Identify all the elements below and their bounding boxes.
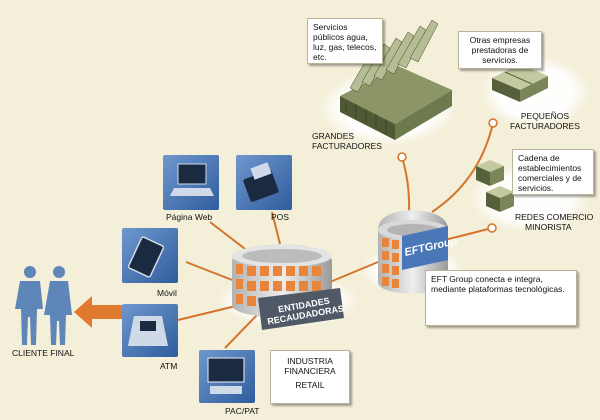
eft-description-text: EFT Group conecta e integra, mediante pl… xyxy=(431,274,565,294)
large-billers-label: GRANDES FACTURADORES xyxy=(312,131,382,151)
eft-description-callout: EFT Group conecta e integra, mediante pl… xyxy=(425,270,577,326)
retail-network-line-1: REDES COMERCIO xyxy=(515,212,594,222)
retail-chain-callout: Cadena de establecimientos comerciales y… xyxy=(512,149,594,195)
small-warehouse-icon xyxy=(492,64,548,102)
atm-label: ATM xyxy=(160,361,178,371)
retail-chain-text: Cadena de establecimientos comerciales y… xyxy=(518,153,582,193)
retail-network-label: REDES COMERCIO MINORISTA xyxy=(515,212,593,232)
pac-pat-label: PAC/PAT xyxy=(225,406,260,416)
other-companies-text: Otras empresas prestadoras de servicios. xyxy=(469,35,531,65)
pos-terminal-icon xyxy=(236,155,292,210)
store-buildings-icon xyxy=(476,160,514,212)
small-billers-line-1: PEQUEÑOS xyxy=(520,111,570,121)
end-client-label: CLIENTE FINAL xyxy=(12,348,75,358)
public-services-text: Servicios públicos agua, luz, gas, telec… xyxy=(313,22,377,62)
mobile-label: Móvil xyxy=(157,288,177,298)
retail-network-line-2: MINORISTA xyxy=(525,222,572,232)
public-services-callout: Servicios públicos agua, luz, gas, telec… xyxy=(307,18,383,64)
desktop-computer-icon xyxy=(199,350,255,403)
large-factory-icon xyxy=(340,19,452,140)
other-companies-callout: Otras empresas prestadoras de servicios. xyxy=(458,31,542,69)
large-billers-line-2: FACTURADORES xyxy=(312,141,382,151)
small-billers-line-2: FACTURADORES xyxy=(510,121,580,131)
client-people-icon xyxy=(15,266,72,345)
atm-icon xyxy=(122,304,178,357)
connector-nodes xyxy=(397,118,498,233)
small-billers-label: PEQUEÑOS FACTURADORES xyxy=(510,111,580,131)
industry-line-2: FINANCIERA xyxy=(284,366,336,376)
large-billers-line-1: GRANDES xyxy=(312,131,355,141)
pos-label: POS xyxy=(271,212,289,222)
industry-line-1: INDUSTRIA xyxy=(287,356,333,366)
arrow-to-client-icon xyxy=(74,296,126,328)
industry-box: INDUSTRIA FINANCIERA RETAIL xyxy=(270,350,350,404)
laptop-icon xyxy=(163,155,219,210)
web-page-label: Página Web xyxy=(166,212,213,222)
collection-entities-building xyxy=(232,244,344,330)
mobile-device-icon xyxy=(122,228,178,283)
industry-line-3: RETAIL xyxy=(295,380,325,390)
